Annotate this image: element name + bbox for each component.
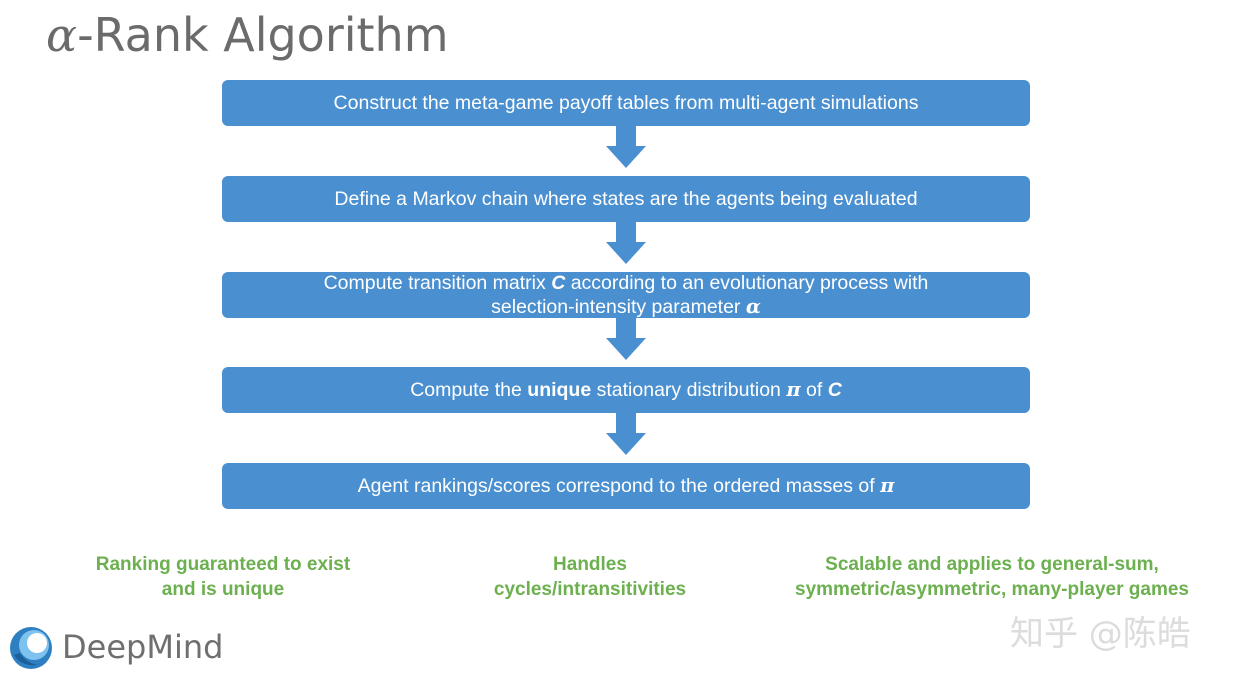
step-5-box: Agent rankings/scores correspond to the … xyxy=(222,463,1030,509)
step-3-line-2-pre: selection-intensity parameter xyxy=(491,296,746,318)
step-4-text: Compute the unique stationary distributi… xyxy=(410,378,842,402)
deepmind-logo-icon xyxy=(10,627,52,669)
title-text: -Rank Algorithm xyxy=(77,8,449,62)
step-2-text: Define a Markov chain where states are t… xyxy=(334,188,918,210)
step-1-box: Construct the meta-game payoff tables fr… xyxy=(222,80,1030,126)
step-3-line-1: Compute transition matrix C according to… xyxy=(324,271,929,295)
benefit-handles-cycles: Handles cycles/intransitivities xyxy=(470,552,710,602)
benefit-1-line-2: and is unique xyxy=(161,579,285,600)
step-3-line-2: selection-intensity parameter α xyxy=(491,295,761,319)
flow-arrow-4-icon xyxy=(606,413,646,455)
step-5-text: Agent rankings/scores correspond to the … xyxy=(358,474,895,498)
step-4-pre: Compute the xyxy=(410,379,528,401)
step-4-of: of xyxy=(800,379,828,401)
pi-symbol: π xyxy=(880,474,895,497)
flow-arrow-3-icon xyxy=(606,318,646,360)
benefit-1-line-1: Ranking guaranteed to exist xyxy=(95,554,351,575)
pi-symbol: π xyxy=(786,378,801,401)
step-4-mid: stationary distribution xyxy=(591,379,787,401)
benefit-3-line-2: symmetric/asymmetric, many-player games xyxy=(795,579,1189,600)
brand-name: DeepMind xyxy=(62,628,224,666)
benefit-ranking-exists: Ranking guaranteed to exist and is uniqu… xyxy=(72,552,374,602)
page-title: α-Rank Algorithm xyxy=(46,8,449,62)
step-2-box: Define a Markov chain where states are t… xyxy=(222,176,1030,222)
title-alpha-symbol: α xyxy=(46,8,78,62)
step-5-pre: Agent rankings/scores correspond to the … xyxy=(357,475,881,497)
matrix-c-symbol: C xyxy=(551,272,566,294)
benefit-scalable: Scalable and applies to general-sum, sym… xyxy=(770,552,1214,602)
step-3-line-1-post: according to an evolutionary process wit… xyxy=(565,272,929,294)
flow-arrow-2-icon xyxy=(606,222,646,264)
step-4-bold-word: unique xyxy=(527,379,592,401)
matrix-c-symbol: C xyxy=(827,379,842,401)
benefit-3-line-1: Scalable and applies to general-sum, xyxy=(825,554,1159,575)
benefit-2-line-1: Handles xyxy=(553,554,627,575)
step-3-box: Compute transition matrix C according to… xyxy=(222,272,1030,318)
flow-arrow-1-icon xyxy=(606,126,646,168)
step-4-box: Compute the unique stationary distributi… xyxy=(222,367,1030,413)
step-1-text: Construct the meta-game payoff tables fr… xyxy=(333,92,919,114)
benefit-2-line-2: cycles/intransitivities xyxy=(493,579,687,600)
step-3-line-1-pre: Compute transition matrix xyxy=(323,272,552,294)
alpha-symbol: α xyxy=(745,295,761,318)
watermark: 知乎 @陈皓 xyxy=(1010,614,1191,654)
